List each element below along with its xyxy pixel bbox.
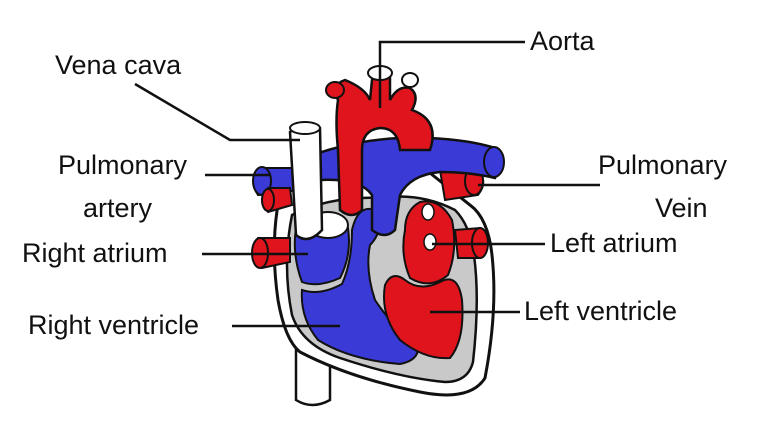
label-pulmonary-vein-line2: Vein bbox=[655, 193, 708, 223]
superior-vena-cava bbox=[288, 123, 324, 241]
label-left-atrium: Left atrium bbox=[550, 228, 678, 258]
label-pulmonary-artery-line1: Pulmonary bbox=[58, 150, 188, 180]
left-ventricle-chamber bbox=[383, 275, 464, 360]
label-pulmonary-vein-line1: Pulmonary bbox=[598, 150, 728, 180]
leader-lines bbox=[134, 40, 600, 328]
aorta-arch bbox=[333, 73, 434, 217]
label-vena-cava: Vena cava bbox=[55, 50, 182, 80]
label-left-ventricle: Left ventricle bbox=[524, 296, 678, 326]
label-pulmonary-artery-line2: artery bbox=[83, 193, 153, 223]
label-right-ventricle: Right ventricle bbox=[28, 310, 200, 340]
leader-vena-cava bbox=[134, 82, 300, 142]
label-right-atrium: Right atrium bbox=[22, 238, 168, 268]
leader-aorta bbox=[378, 40, 525, 108]
label-aorta: Aorta bbox=[530, 26, 595, 56]
